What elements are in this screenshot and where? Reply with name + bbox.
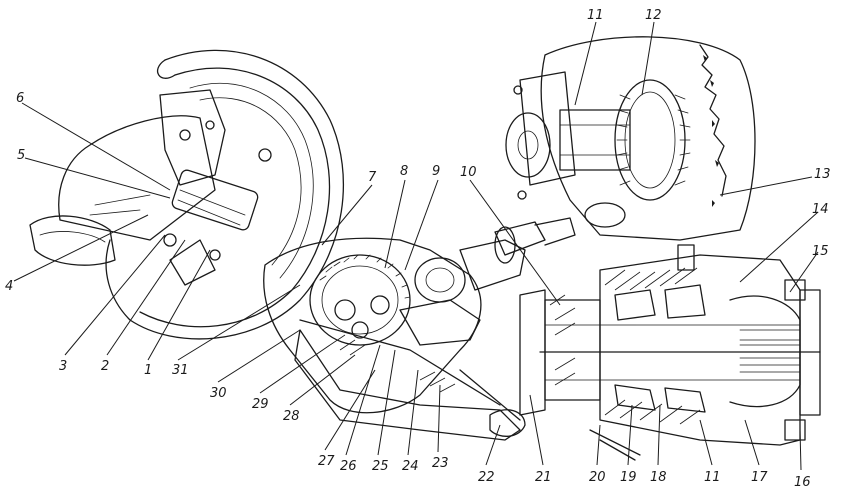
callout-29: 29 xyxy=(252,397,269,412)
callout-25: 25 xyxy=(372,459,389,474)
callout-4: 4 xyxy=(5,279,13,294)
callout-16: 16 xyxy=(794,475,811,490)
upper-bearing-assembly xyxy=(505,36,756,241)
callout-31: 31 xyxy=(172,363,189,378)
callout-5: 5 xyxy=(17,148,25,163)
leader-24 xyxy=(407,369,419,456)
callout-1: 1 xyxy=(144,363,152,378)
callout-19: 19 xyxy=(620,470,637,485)
hub-cross-section xyxy=(519,244,821,461)
callout-14: 14 xyxy=(812,202,829,217)
callout-3: 3 xyxy=(59,359,67,374)
leader-26 xyxy=(345,344,381,456)
callout-30: 30 xyxy=(210,386,227,401)
callout-12: 12 xyxy=(645,8,662,23)
leader-9 xyxy=(404,179,439,271)
leader-22 xyxy=(485,424,501,466)
brake-drum-assembly xyxy=(29,49,344,340)
callout-26: 26 xyxy=(340,459,357,474)
callout-24: 24 xyxy=(402,459,419,474)
leader-23 xyxy=(437,384,441,453)
leader-25 xyxy=(377,349,396,456)
leader-8 xyxy=(384,179,406,269)
leader-17 xyxy=(744,419,760,466)
leader-29 xyxy=(259,344,331,394)
callout-2: 2 xyxy=(101,359,109,374)
callout-8: 8 xyxy=(400,164,408,179)
callout-17: 17 xyxy=(751,470,768,485)
leader-27 xyxy=(324,369,376,451)
leader-lines xyxy=(13,21,819,471)
callout-11b: 11 xyxy=(704,470,721,485)
leader-3 xyxy=(64,234,166,356)
callout-10: 10 xyxy=(460,165,477,180)
leader-12 xyxy=(641,21,655,96)
callout-15: 15 xyxy=(812,244,829,259)
callout-20: 20 xyxy=(589,470,606,485)
callout-23: 23 xyxy=(432,456,449,471)
callout-11: 11 xyxy=(587,8,604,23)
callout-13: 13 xyxy=(814,167,831,182)
leader-30 xyxy=(217,329,301,383)
leader-21 xyxy=(529,394,544,466)
differential-housing xyxy=(263,217,576,441)
leader-1 xyxy=(147,249,211,361)
leader-11 xyxy=(574,21,597,106)
leader-4 xyxy=(13,214,149,282)
callout-9: 9 xyxy=(432,164,440,179)
callout-6: 6 xyxy=(16,91,24,106)
leader-28 xyxy=(289,354,356,406)
leader-16 xyxy=(799,429,802,471)
leader-6 xyxy=(21,102,171,191)
callout-7: 7 xyxy=(368,170,377,185)
leader-2 xyxy=(106,239,186,356)
leader-18 xyxy=(657,404,661,466)
leader-15 xyxy=(789,251,819,293)
callout-27: 27 xyxy=(318,454,335,469)
leader-11b xyxy=(699,419,713,466)
callout-28: 28 xyxy=(283,409,300,424)
callout-21: 21 xyxy=(535,470,552,485)
leader-5 xyxy=(24,157,171,199)
callout-labels: 6 5 4 3 2 1 31 7 8 9 10 11 12 13 14 15 3… xyxy=(5,8,831,490)
callout-22: 22 xyxy=(478,470,495,485)
leader-7 xyxy=(321,184,373,246)
leader-20 xyxy=(596,424,601,466)
leader-31 xyxy=(177,284,301,361)
leader-10 xyxy=(469,179,561,306)
leader-19 xyxy=(627,404,633,466)
leader-14 xyxy=(739,211,819,283)
leader-13 xyxy=(719,176,813,196)
callout-18: 18 xyxy=(650,470,667,485)
